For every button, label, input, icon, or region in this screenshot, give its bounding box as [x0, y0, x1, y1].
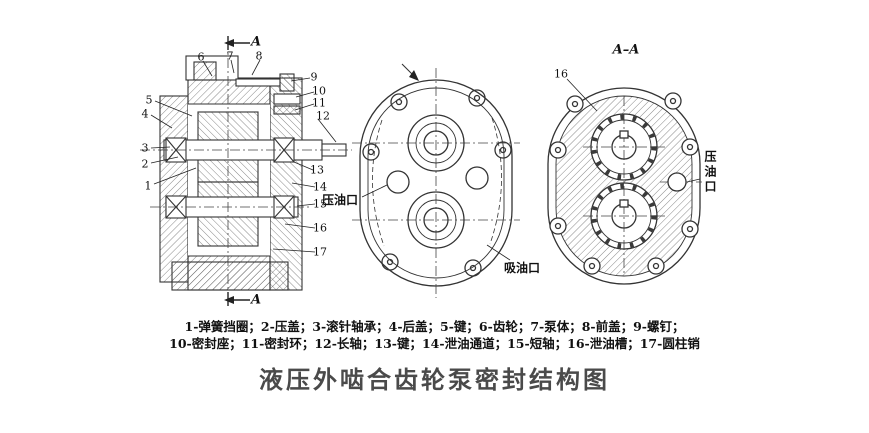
callout-6: 6	[197, 50, 205, 64]
callout-3: 3	[141, 141, 149, 155]
aa-pressure-port-hole	[667, 172, 687, 192]
callout-15: 15	[313, 197, 327, 211]
face-view	[352, 63, 520, 298]
rim-arrow	[401, 63, 419, 81]
face-bolt-holes	[362, 89, 512, 277]
callout-leaders	[150, 59, 701, 261]
seal-ring	[273, 105, 301, 115]
section-cut-label-top: A	[250, 34, 262, 50]
callout-14: 14	[313, 180, 327, 194]
seal-seat	[273, 93, 301, 105]
upper-keyway	[619, 130, 629, 139]
callout-7: 7	[226, 49, 234, 63]
callout-8: 8	[255, 49, 263, 63]
pressure-port-hole	[386, 170, 410, 194]
lower-keyway	[619, 199, 629, 208]
pressure-port-label-right: 压油口	[703, 150, 717, 195]
lower-gear	[590, 182, 658, 250]
callout-1: 1	[144, 179, 152, 193]
pressure-port-label-left: 压油口	[322, 193, 359, 207]
legend-line-2: 10-密封座；11-密封环；12-长轴；13-键；14-泄油通道；15-短轴；1…	[169, 336, 700, 351]
callout-4: 4	[141, 107, 149, 121]
bottom-flange	[171, 261, 289, 291]
screw	[235, 73, 295, 92]
section-cut-label-bottom: A	[250, 292, 262, 308]
callout-12: 12	[316, 109, 330, 123]
callout-10: 10	[312, 84, 326, 98]
cut-line-marks	[224, 36, 250, 306]
lower-bore	[407, 191, 465, 249]
parts-legend: 1-弹簧挡圈；2-压盖；3-滚针轴承；4-后盖；5-键；6-齿轮；7-泵体；8-…	[0, 318, 869, 352]
gear-pump-line-art	[140, 36, 702, 306]
centerlines	[140, 40, 352, 304]
rear-cover-section	[159, 95, 189, 283]
callout-5: 5	[145, 93, 153, 107]
legend-line-1: 1-弹簧挡圈；2-压盖；3-滚针轴承；4-后盖；5-键；6-齿轮；7-泵体；8-…	[184, 319, 685, 334]
suction-port-hole	[465, 166, 489, 190]
callout-11: 11	[312, 96, 326, 110]
callout-2: 2	[141, 157, 149, 171]
aa-outline	[547, 87, 701, 285]
suction-port-label: 吸油口	[504, 261, 541, 275]
callout-13: 13	[310, 163, 324, 177]
upper-gear	[590, 113, 658, 181]
hidden-oil-passages	[372, 117, 502, 247]
aa-view-label: A–A	[612, 42, 640, 58]
aa-bolt-holes	[549, 92, 699, 275]
casing-hatch	[556, 96, 692, 276]
callout-9: 9	[310, 70, 318, 84]
upper-bore	[407, 114, 465, 172]
callout-16-aa: 16	[554, 67, 568, 81]
figure-title: 液压外啮合齿轮泵密封结构图	[259, 366, 610, 394]
callout-17: 17	[313, 245, 327, 259]
callout-16: 16	[313, 221, 327, 235]
aa-section-view	[547, 87, 702, 285]
